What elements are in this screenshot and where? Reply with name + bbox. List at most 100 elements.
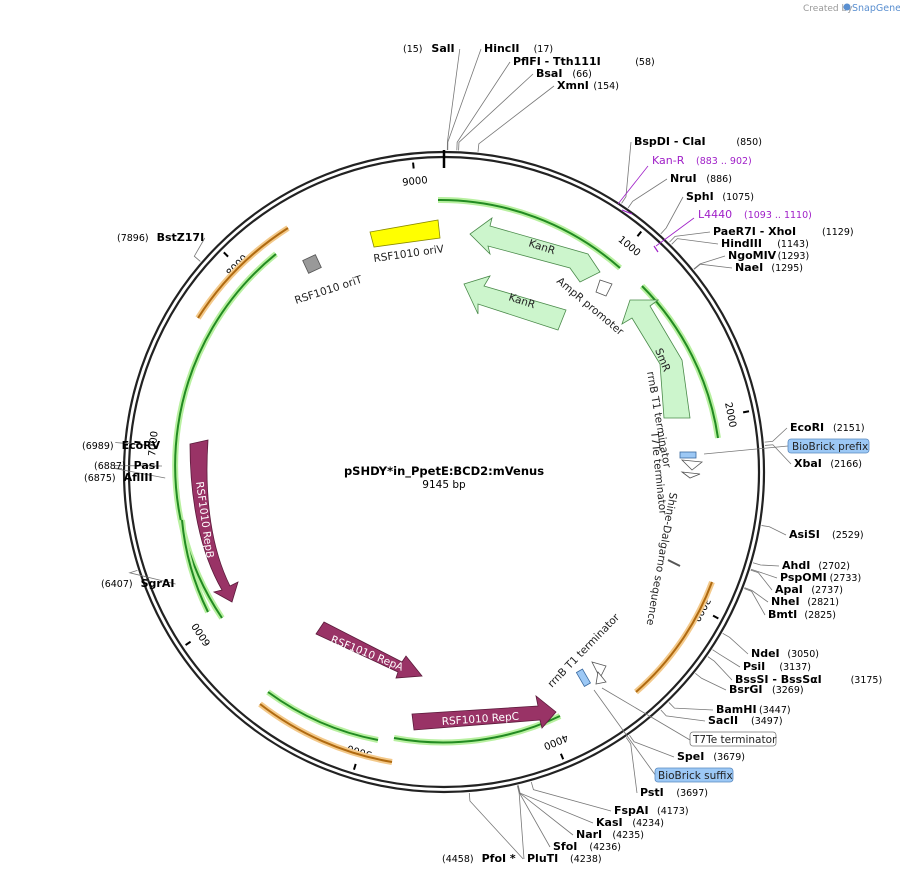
feature-kanr-outer[interactable] bbox=[469, 217, 601, 283]
leader-pflfi-tth111i bbox=[456, 61, 511, 151]
feature-biobrick-prefix-mark[interactable] bbox=[679, 451, 697, 459]
site-pos: (2821) bbox=[807, 597, 839, 608]
site-name[interactable]: SphI bbox=[686, 190, 714, 203]
site-name[interactable]: PspOMI bbox=[780, 571, 827, 584]
site-name[interactable]: FspAI bbox=[614, 804, 649, 817]
feature-biobrick-suffix-mark[interactable] bbox=[575, 668, 592, 687]
site-name[interactable]: HindIII bbox=[721, 237, 762, 250]
feature-terminator-mark-2[interactable] bbox=[680, 471, 701, 479]
leader-sphi bbox=[660, 196, 684, 235]
site-name[interactable]: AhdI bbox=[782, 559, 810, 572]
primer-l4440-mark[interactable] bbox=[653, 245, 659, 253]
site-name[interactable]: SgrAI bbox=[141, 577, 175, 590]
site-name[interactable]: EcoRI bbox=[790, 421, 824, 434]
site-name[interactable]: BmtI bbox=[768, 608, 797, 621]
feature-terminator-mark-4[interactable] bbox=[595, 671, 607, 685]
leader-naei bbox=[693, 263, 733, 270]
site-name[interactable]: SacII bbox=[708, 714, 738, 727]
site-name[interactable]: PfoI * bbox=[482, 852, 516, 865]
biobrick-prefix-label: BioBrick prefix bbox=[792, 441, 868, 453]
biobrick-suffix-label: BioBrick suffix bbox=[658, 770, 733, 782]
site-name[interactable]: BamHI bbox=[716, 703, 757, 716]
site-name[interactable]: PstI bbox=[640, 786, 664, 799]
feature-rsf1010-oriv[interactable] bbox=[369, 219, 441, 248]
leader-bsai bbox=[458, 73, 534, 151]
feature-smr[interactable] bbox=[621, 299, 691, 419]
leader-bmti bbox=[744, 588, 766, 616]
site-name[interactable]: KasI bbox=[596, 816, 623, 829]
primer-kan-r-mark[interactable] bbox=[621, 209, 633, 215]
leader-bsrgi bbox=[695, 672, 727, 691]
leader-kasi bbox=[517, 785, 594, 824]
site-name[interactable]: BsaI bbox=[536, 67, 562, 80]
site-name[interactable]: BstZ17I bbox=[157, 231, 205, 244]
feature-rsf1010-repc[interactable] bbox=[411, 695, 557, 731]
t7te-lower-box[interactable] bbox=[689, 731, 777, 747]
site-name[interactable]: HincII bbox=[484, 42, 520, 55]
leader-afliii bbox=[113, 467, 166, 479]
biobrick-suffix-leader bbox=[593, 689, 657, 777]
site-pos: (3697) bbox=[676, 788, 708, 799]
site-name[interactable]: NdeI bbox=[751, 647, 780, 660]
site-name[interactable]: NaeI bbox=[735, 261, 763, 274]
site-name[interactable]: EcoRV bbox=[122, 439, 161, 452]
arc-kanr-outer bbox=[437, 198, 621, 269]
t7te-lower-leader bbox=[601, 687, 691, 741]
site-pos: (3175) bbox=[851, 675, 883, 686]
site-name[interactable]: BssSI - BssSαI bbox=[735, 673, 822, 686]
feature-rsf1010-orit[interactable] bbox=[302, 254, 322, 274]
site-name[interactable]: SalI bbox=[431, 42, 454, 55]
feature-ampr-promoter[interactable] bbox=[595, 279, 613, 297]
site-pos: (3137) bbox=[779, 662, 811, 673]
site-name[interactable]: PsiI bbox=[743, 660, 765, 673]
site-name[interactable]: PflFI - Tth111I bbox=[513, 55, 601, 68]
feature-rsf1010-repb[interactable] bbox=[189, 439, 239, 603]
leader-bsssi-bsss-i bbox=[707, 656, 733, 681]
arc-bottom-orange bbox=[259, 703, 393, 763]
site-name[interactable]: NruI bbox=[670, 172, 697, 185]
site-name[interactable]: PluTI bbox=[527, 852, 558, 865]
site-pos: (66) bbox=[572, 69, 592, 80]
feature-rsf1010-repa[interactable] bbox=[315, 621, 423, 679]
leader-sacii bbox=[660, 709, 706, 722]
site-pos: (2733) bbox=[830, 573, 862, 584]
site-pos: (154) bbox=[593, 81, 619, 92]
feature-kanr-inner[interactable] bbox=[463, 275, 567, 331]
site-name[interactable]: BsrGI bbox=[729, 683, 762, 696]
primer-kan-r-leader bbox=[617, 165, 649, 205]
site-name[interactable]: BspDI - ClaI bbox=[634, 135, 706, 148]
leader-bamhi bbox=[668, 702, 714, 711]
feature-label-ampr-promoter: AmpR promoter bbox=[554, 275, 626, 338]
tick-mark-4000 bbox=[559, 753, 565, 760]
site-name[interactable]: AflIII bbox=[124, 471, 153, 484]
site-pos: (58) bbox=[635, 57, 655, 68]
leader-psii bbox=[712, 649, 741, 668]
site-name[interactable]: SpeI bbox=[677, 750, 704, 763]
tick-mark-7000 bbox=[134, 440, 141, 444]
site-pos: (6875) bbox=[84, 473, 116, 484]
site-name[interactable]: AsiSI bbox=[789, 528, 820, 541]
leader-spei bbox=[629, 734, 675, 758]
arc-orange-right bbox=[635, 581, 713, 693]
site-pos: (3050) bbox=[787, 649, 819, 660]
feature-terminator-mark-1[interactable] bbox=[680, 459, 704, 471]
feature-terminator-mark-3[interactable] bbox=[591, 661, 607, 679]
site-name[interactable]: NgoMIV bbox=[728, 249, 777, 262]
biobrick-suffix-box[interactable] bbox=[654, 767, 734, 783]
site-pos: (4458) bbox=[442, 854, 474, 865]
leader-ahdi bbox=[752, 562, 780, 567]
feature-shine-dalgarno[interactable] bbox=[667, 559, 681, 567]
site-name[interactable]: XbaI bbox=[794, 457, 822, 470]
site-name[interactable]: PasI bbox=[134, 459, 160, 472]
tick-label-7000: 7000 bbox=[147, 431, 160, 457]
site-name[interactable]: SfoI bbox=[553, 840, 577, 853]
site-name[interactable]: XmnI bbox=[557, 79, 589, 92]
site-name[interactable]: ApaI bbox=[775, 583, 803, 596]
site-name[interactable]: NarI bbox=[576, 828, 602, 841]
leader-sgrai bbox=[128, 569, 176, 585]
site-name[interactable]: NheI bbox=[771, 595, 800, 608]
biobrick-prefix-box[interactable] bbox=[787, 438, 870, 454]
site-name[interactable]: PaeR7I - XhoI bbox=[713, 225, 796, 238]
tick-mark-3000 bbox=[712, 614, 719, 620]
